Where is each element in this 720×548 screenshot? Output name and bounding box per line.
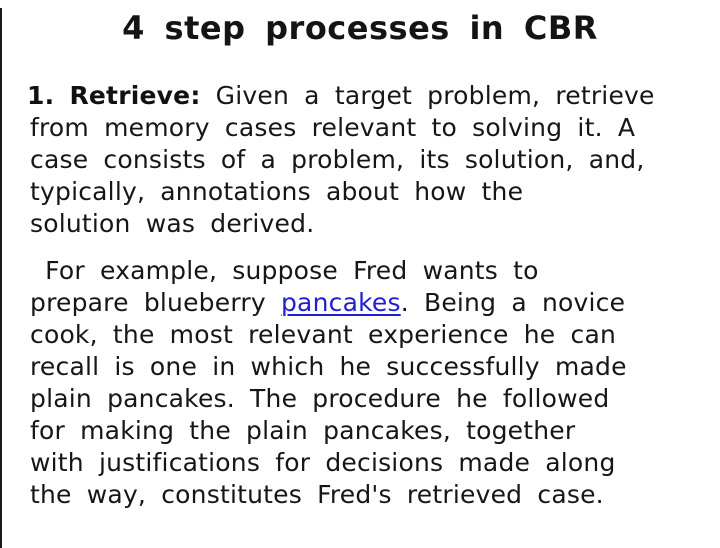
lead-bold-label: Retrieve:	[69, 81, 201, 110]
text-line: plain pancakes. The procedure he followe…	[30, 384, 610, 413]
text-line: 1. Retrieve: Given a target problem, ret…	[27, 80, 710, 112]
text-line: typically, annotations about how the	[30, 177, 524, 206]
slide-left-border	[0, 8, 2, 548]
text-line: the way, constitutes Fred's retrieved ca…	[30, 480, 604, 509]
slide-body: 1. Retrieve: Given a target problem, ret…	[27, 80, 710, 511]
text-line: cook, the most relevant experience he ca…	[30, 320, 617, 349]
text-line: for making the plain pancakes, together	[30, 416, 576, 445]
slide-title: 4 step processes in CBR	[122, 9, 598, 47]
text-segment: . Being a novice	[400, 288, 626, 317]
text-line: case consists of a problem, its solution…	[30, 145, 645, 174]
list-number: 1.	[27, 81, 55, 110]
text-segment: prepare blueberry	[30, 288, 281, 317]
text-line: from memory cases relevant to solving it…	[30, 113, 636, 142]
slide: 4 step processes in CBR 1. Retrieve: Giv…	[0, 8, 720, 548]
text-line: with justifications for decisions made a…	[30, 448, 616, 477]
text-segment: Given a target problem, retrieve	[215, 81, 655, 110]
text-line: For example, suppose Fred wants to	[30, 256, 539, 285]
text-line: solution was derived.	[30, 209, 315, 238]
text-line: recall is one in which he successfully m…	[30, 352, 627, 381]
paragraph-retrieve: 1. Retrieve: Given a target problem, ret…	[27, 80, 710, 240]
pancakes-link[interactable]: pancakes	[280, 288, 401, 317]
text-line: prepare blueberry pancakes. Being a novi…	[30, 287, 710, 319]
paragraph-example: For example, suppose Fred wants to prepa…	[30, 255, 710, 511]
